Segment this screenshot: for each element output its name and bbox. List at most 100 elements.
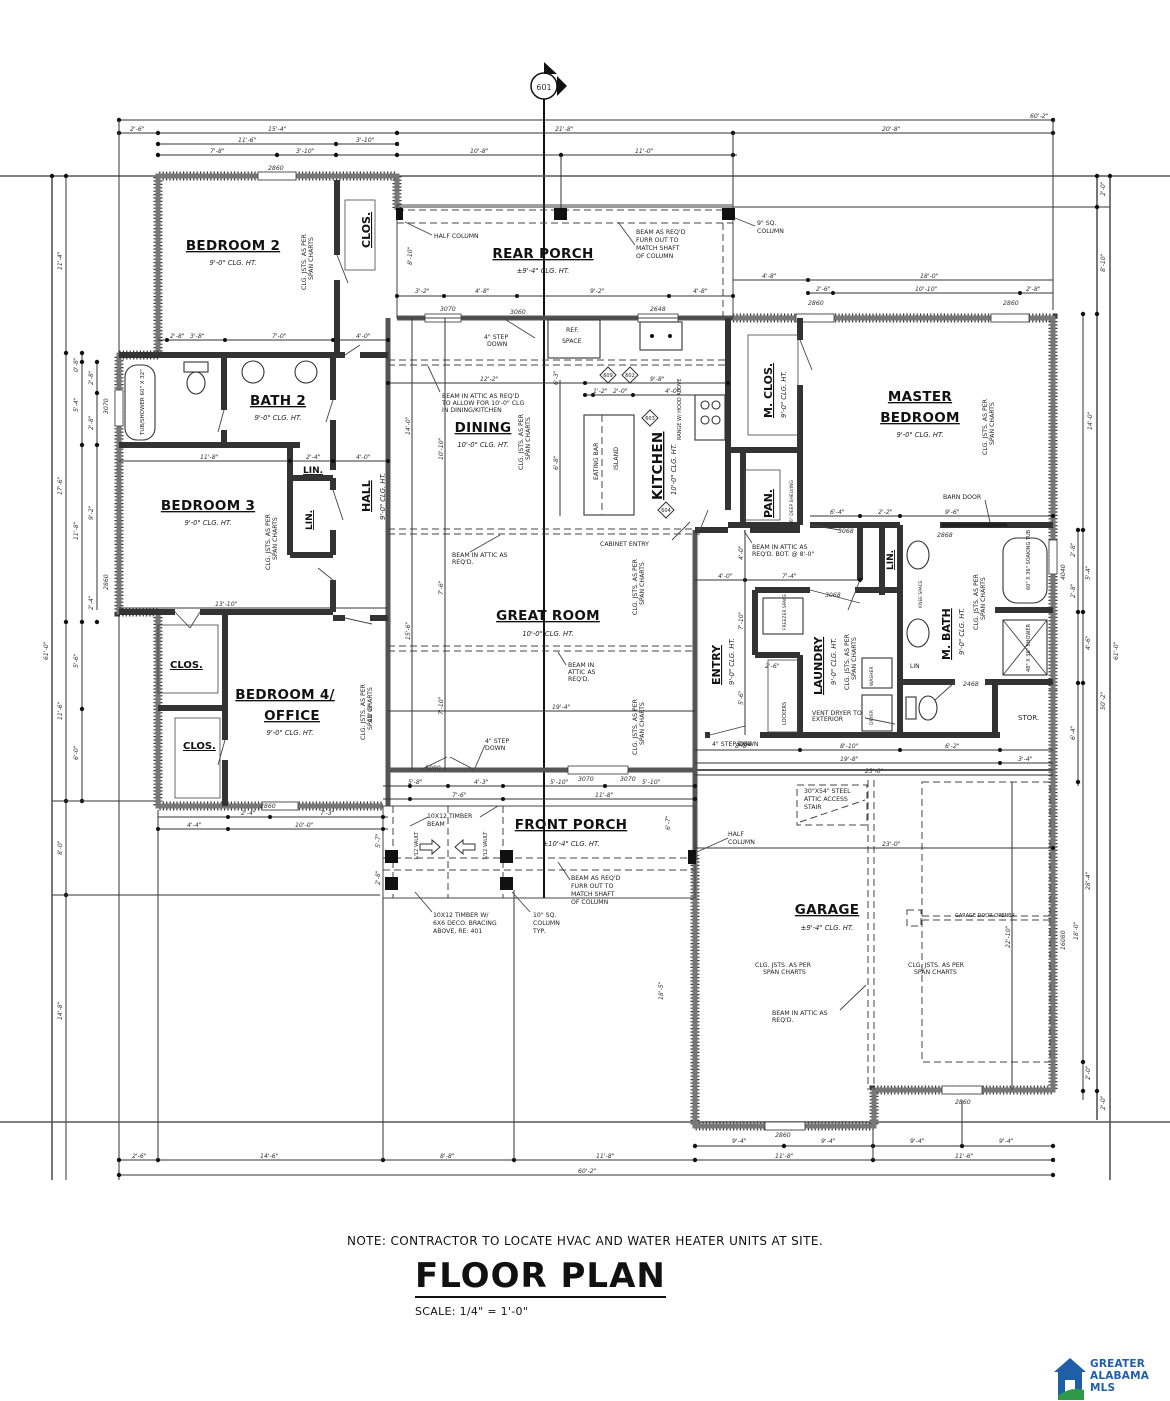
- svg-text:CLG. JSTS. AS PER: CLG. JSTS. AS PER: [844, 633, 851, 690]
- contractor-note: NOTE: CONTRACTOR TO LOCATE HVAC AND WATE…: [346, 1234, 824, 1248]
- svg-text:8'-10": 8'-10": [407, 246, 414, 265]
- svg-text:10'-8": 10'-8": [470, 148, 489, 155]
- svg-text:M. BATH: M. BATH: [940, 608, 953, 660]
- svg-text:6'-4": 6'-4": [830, 509, 845, 516]
- room-hall: HALL 9'-0" CLG. HT.: [360, 473, 387, 520]
- room-master-bath: M. BATH 9'-0" CLG. HT.: [940, 608, 966, 660]
- svg-text:2468: 2468: [963, 681, 979, 688]
- svg-text:14'-0": 14'-0": [1087, 411, 1094, 430]
- toilet-icon: [186, 371, 206, 395]
- svg-text:60" X 36" SOAKING TUB: 60" X 36" SOAKING TUB: [1026, 529, 1032, 590]
- svg-text:6'-8": 6'-8": [553, 455, 560, 470]
- svg-text:SPAN CHARTS: SPAN CHARTS: [367, 687, 374, 730]
- half-column-icon: [688, 850, 696, 864]
- svg-text:3070: 3070: [578, 776, 594, 783]
- svg-text:5'-6": 5'-6": [73, 653, 80, 668]
- svg-text:10'-0" CLG. HT.: 10'-0" CLG. HT.: [457, 441, 508, 449]
- range-icon: [694, 394, 726, 441]
- svg-text:2'-6": 2'-6": [132, 1153, 147, 1160]
- svg-text:EXTERIOR: EXTERIOR: [812, 716, 844, 723]
- svg-text:COLUMN: COLUMN: [757, 228, 784, 235]
- svg-text:KITCHEN: KITCHEN: [650, 431, 666, 500]
- svg-text:SPAN CHARTS: SPAN CHARTS: [914, 969, 957, 976]
- svg-text:CLG. JSTS. AS PER: CLG. JSTS. AS PER: [982, 398, 989, 455]
- svg-text:4'-0": 4'-0": [738, 545, 745, 560]
- column-icon: [500, 850, 513, 863]
- svg-text:BEAM AS REQ'D: BEAM AS REQ'D: [571, 875, 621, 882]
- room-great-room: GREAT ROOM 10'-0" CLG. HT.: [496, 608, 599, 638]
- svg-text:50'-2": 50'-2": [1100, 691, 1107, 710]
- svg-text:MATCH SHAFT: MATCH SHAFT: [636, 245, 680, 252]
- svg-text:11'-6": 11'-6": [57, 701, 64, 720]
- svg-text:COLUMN: COLUMN: [533, 920, 560, 927]
- svg-text:STAIR: STAIR: [804, 804, 822, 811]
- room-bedroom-2: BEDROOM 2 9'-0" CLG. HT.: [186, 238, 280, 267]
- svg-text:2860: 2860: [1003, 300, 1019, 307]
- column-icon: [385, 850, 398, 863]
- svg-text:8'-10": 8'-10": [840, 743, 859, 750]
- svg-text:18'-0": 18'-0": [1073, 921, 1080, 940]
- svg-text:CLG. JSTS. AS PER: CLG. JSTS. AS PER: [265, 513, 272, 570]
- svg-text:SPAN CHARTS: SPAN CHARTS: [639, 562, 646, 605]
- front-porch-structure: 5'-8" 4'-3" 5'-10" 3070 3070 5'-10" 7'-6…: [375, 765, 697, 899]
- svg-text:6'-2": 6'-2": [945, 743, 960, 750]
- svg-text:BEAM IN: BEAM IN: [568, 662, 595, 669]
- svg-text:GARAGE DOOR OPENER: GARAGE DOOR OPENER: [955, 913, 1015, 919]
- svg-text:TUB/SHOWER 60" X 32": TUB/SHOWER 60" X 32": [140, 369, 146, 436]
- svg-text:2'-6": 2'-6": [816, 286, 831, 293]
- svg-text:9'-6": 9'-6": [945, 509, 960, 516]
- svg-text:4'-4": 4'-4": [187, 822, 202, 829]
- svg-text:5'-6": 5'-6": [738, 690, 745, 705]
- svg-text:19'-8": 19'-8": [840, 756, 859, 763]
- svg-text:4" STEP DOWN: 4" STEP DOWN: [712, 741, 759, 748]
- room-closet-bedroom-2: CLOS.: [360, 212, 373, 248]
- svg-text:MASTER: MASTER: [888, 389, 953, 405]
- svg-text:603: 603: [645, 416, 655, 422]
- room-mbath-linen-2: LIN: [910, 663, 920, 670]
- svg-text:2860: 2860: [260, 803, 276, 810]
- svg-text:DOWN: DOWN: [485, 745, 506, 752]
- svg-text:9'-0" CLG. HT.: 9'-0" CLG. HT.: [210, 259, 257, 267]
- svg-text:2868: 2868: [362, 353, 378, 360]
- svg-text:±9'-4" CLG. HT.: ±9'-4" CLG. HT.: [517, 267, 570, 275]
- svg-text:1'-2": 1'-2": [593, 388, 608, 395]
- svg-text:11'-8": 11'-8": [73, 521, 80, 540]
- svg-text:5'-7": 5'-7": [375, 833, 382, 848]
- toilet-icon: [918, 695, 938, 721]
- svg-text:10X12 TIMBER W/: 10X12 TIMBER W/: [433, 912, 489, 919]
- svg-text:ISLAND: ISLAND: [613, 447, 620, 470]
- svg-text:SPAN CHARTS: SPAN CHARTS: [525, 417, 532, 460]
- svg-text:SPAN CHARTS: SPAN CHARTS: [272, 517, 279, 560]
- svg-text:9'-2": 9'-2": [590, 288, 605, 295]
- svg-text:7'-10": 7'-10": [738, 611, 745, 630]
- svg-text:4'-6": 4'-6": [1085, 635, 1092, 650]
- svg-text:2'-0": 2'-0": [1100, 1095, 1107, 1110]
- room-dining: DINING 10'-0" CLG. HT.: [455, 420, 512, 449]
- svg-text:3070: 3070: [440, 306, 456, 313]
- svg-text:9'-4": 9'-4": [821, 1138, 836, 1145]
- svg-text:BEAM IN ATTIC AS REQ'D: BEAM IN ATTIC AS REQ'D: [442, 393, 519, 400]
- svg-text:DINING: DINING: [455, 420, 512, 436]
- tub-icon: [124, 364, 156, 441]
- section-marker: 601: [530, 62, 567, 898]
- svg-text:4040: 4040: [1060, 564, 1067, 580]
- svg-text:OF COLUMN: OF COLUMN: [636, 253, 674, 260]
- svg-text:ATTIC ACCESS: ATTIC ACCESS: [804, 796, 848, 803]
- svg-text:3'-2": 3'-2": [415, 288, 430, 295]
- svg-text:10'-10": 10'-10": [915, 286, 938, 293]
- svg-text:3068: 3068: [736, 741, 752, 748]
- house-logo-icon: [1054, 1358, 1086, 1400]
- svg-text:61'-0": 61'-0": [1113, 641, 1120, 660]
- svg-text:BEDROOM 4/: BEDROOM 4/: [235, 687, 335, 703]
- svg-text:2'-0": 2'-0": [1085, 1065, 1092, 1080]
- svg-text:2'-6": 2'-6": [765, 663, 780, 670]
- room-bedroom-4-office: BEDROOM 4/ OFFICE 9'-0" CLG. HT.: [235, 687, 335, 737]
- drawing-title: FLOOR PLAN: [415, 1256, 666, 1298]
- svg-text:GARAGE: GARAGE: [795, 902, 859, 918]
- svg-text:BEAM AS REQ'D: BEAM AS REQ'D: [636, 229, 686, 236]
- svg-text:6X6 DECO. BRACING: 6X6 DECO. BRACING: [433, 920, 497, 927]
- svg-text:11'-8": 11'-8": [367, 703, 374, 722]
- svg-text:2'-0": 2'-0": [613, 388, 628, 395]
- svg-text:4'-8": 4'-8": [762, 273, 777, 280]
- svg-text:5'-4": 5'-4": [1085, 565, 1092, 580]
